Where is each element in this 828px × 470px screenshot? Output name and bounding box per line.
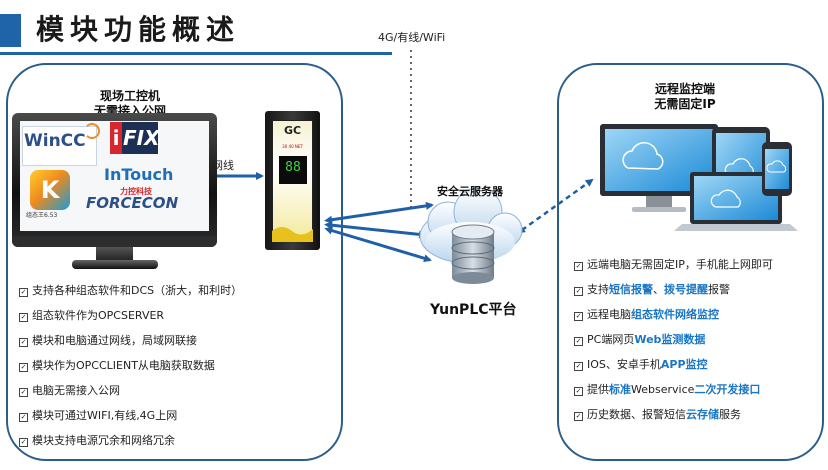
- feature-item: ✓电脑无需接入公网: [19, 384, 120, 397]
- gc-module-display: [279, 156, 307, 184]
- network-label: 4G/有线/WiFi: [378, 31, 446, 44]
- site-feature-list: ✓支持各种组态软件和DCS（浙大，和利时） ✓组态软件作为OPCSERVER ✓…: [19, 283, 242, 458]
- checkbox-icon: ✓: [574, 337, 583, 346]
- title-accent-bar: [0, 14, 21, 47]
- kingview-logo-caption: 组态王6.53: [26, 212, 58, 219]
- feature-item: ✓IOS、安卓手机APP监控: [574, 358, 708, 371]
- remote-title: 远程监控端: [654, 82, 715, 96]
- feature-item: ✓组态软件作为OPCSERVER: [19, 309, 165, 322]
- forcecon-logo-cn: 力控科技: [120, 187, 152, 196]
- ifix-logo-i: i: [110, 122, 122, 154]
- feature-item: ✓模块支持电源冗余和网络冗余: [19, 434, 175, 447]
- checkbox-icon: ✓: [19, 363, 28, 372]
- gc-module-wave-icon: [272, 227, 313, 242]
- intouch-logo: InTouch: [104, 165, 174, 184]
- cloud-remote-arrow: [517, 178, 594, 234]
- checkbox-icon: ✓: [19, 313, 28, 322]
- remote-feature-list: ✓远端电脑无需固定IP，手机能上网即可 ✓支持短信报警、拨号提醒报警 ✓远程电脑…: [574, 257, 773, 432]
- feature-item: ✓远程电脑组态软件网络监控: [574, 308, 719, 321]
- feature-item: ✓支持短信报警、拨号提醒报警: [574, 283, 730, 296]
- checkbox-icon: ✓: [574, 312, 583, 321]
- forcecon-logo: FORCECON: [86, 194, 179, 212]
- feature-item: ✓模块和电脑通过网线，局域网联接: [19, 334, 197, 347]
- remote-phone-icon: [762, 142, 792, 196]
- page-title: 模块功能概述: [36, 13, 241, 46]
- ifix-logo-text: FIX: [123, 126, 160, 150]
- checkbox-icon: ✓: [574, 362, 583, 371]
- checkbox-icon: ✓: [574, 262, 583, 271]
- checkbox-icon: ✓: [574, 412, 583, 421]
- checkbox-icon: ✓: [574, 287, 583, 296]
- feature-item: ✓支持各种组态软件和DCS（浙大，和利时）: [19, 284, 243, 297]
- kingview-logo: [30, 170, 70, 210]
- checkbox-icon: ✓: [574, 387, 583, 396]
- remote-laptop-icon: [674, 172, 798, 231]
- module-cloud-arrow-1: [324, 201, 434, 224]
- feature-item: ✓模块作为OPCCLIENT从电脑获取数据: [19, 359, 215, 372]
- remote-panel: [557, 63, 824, 461]
- gc-module-leds: 30 40 NET: [282, 144, 303, 149]
- feature-item: ✓PC端网页Web监测数据: [574, 333, 706, 346]
- server-disk-icon: [451, 224, 495, 284]
- feature-item: ✓模块可通过WIFI,有线,4G上网: [19, 409, 178, 422]
- monitor-stand: [96, 247, 133, 261]
- yunplc-platform-label: YunPLC平台: [430, 302, 517, 318]
- monitor-base: [72, 260, 158, 269]
- cloud-server-label: 安全云服务器: [437, 185, 503, 198]
- remote-heading: 远程监控端 无需固定IP: [600, 82, 770, 112]
- checkbox-icon: ✓: [19, 438, 28, 447]
- gc-module-digits: 88: [285, 160, 301, 175]
- feature-item: ✓历史数据、报警短信云存储服务: [574, 408, 741, 421]
- checkbox-icon: ✓: [19, 338, 28, 347]
- site-pc-title: 现场工控机: [99, 89, 160, 103]
- remote-subtitle: 无需固定IP: [654, 97, 716, 111]
- monitor-chin: [12, 236, 217, 247]
- module-cloud-arrow-3: [324, 226, 432, 263]
- wincc-swirl-icon: [84, 123, 100, 139]
- ethernet-label: 网线: [212, 159, 234, 172]
- checkbox-icon: ✓: [19, 413, 28, 422]
- feature-item: ✓远端电脑无需固定IP，手机能上网即可: [574, 258, 773, 271]
- checkbox-icon: ✓: [19, 388, 28, 397]
- wincc-logo-text: WinCC: [24, 131, 86, 151]
- title-underline: [0, 52, 392, 55]
- kingview-logo-k: K: [40, 176, 60, 204]
- checkbox-icon: ✓: [19, 288, 28, 297]
- gc-module-label: GC: [283, 124, 302, 137]
- feature-item: ✓提供标准Webservice二次开发接口: [574, 383, 761, 396]
